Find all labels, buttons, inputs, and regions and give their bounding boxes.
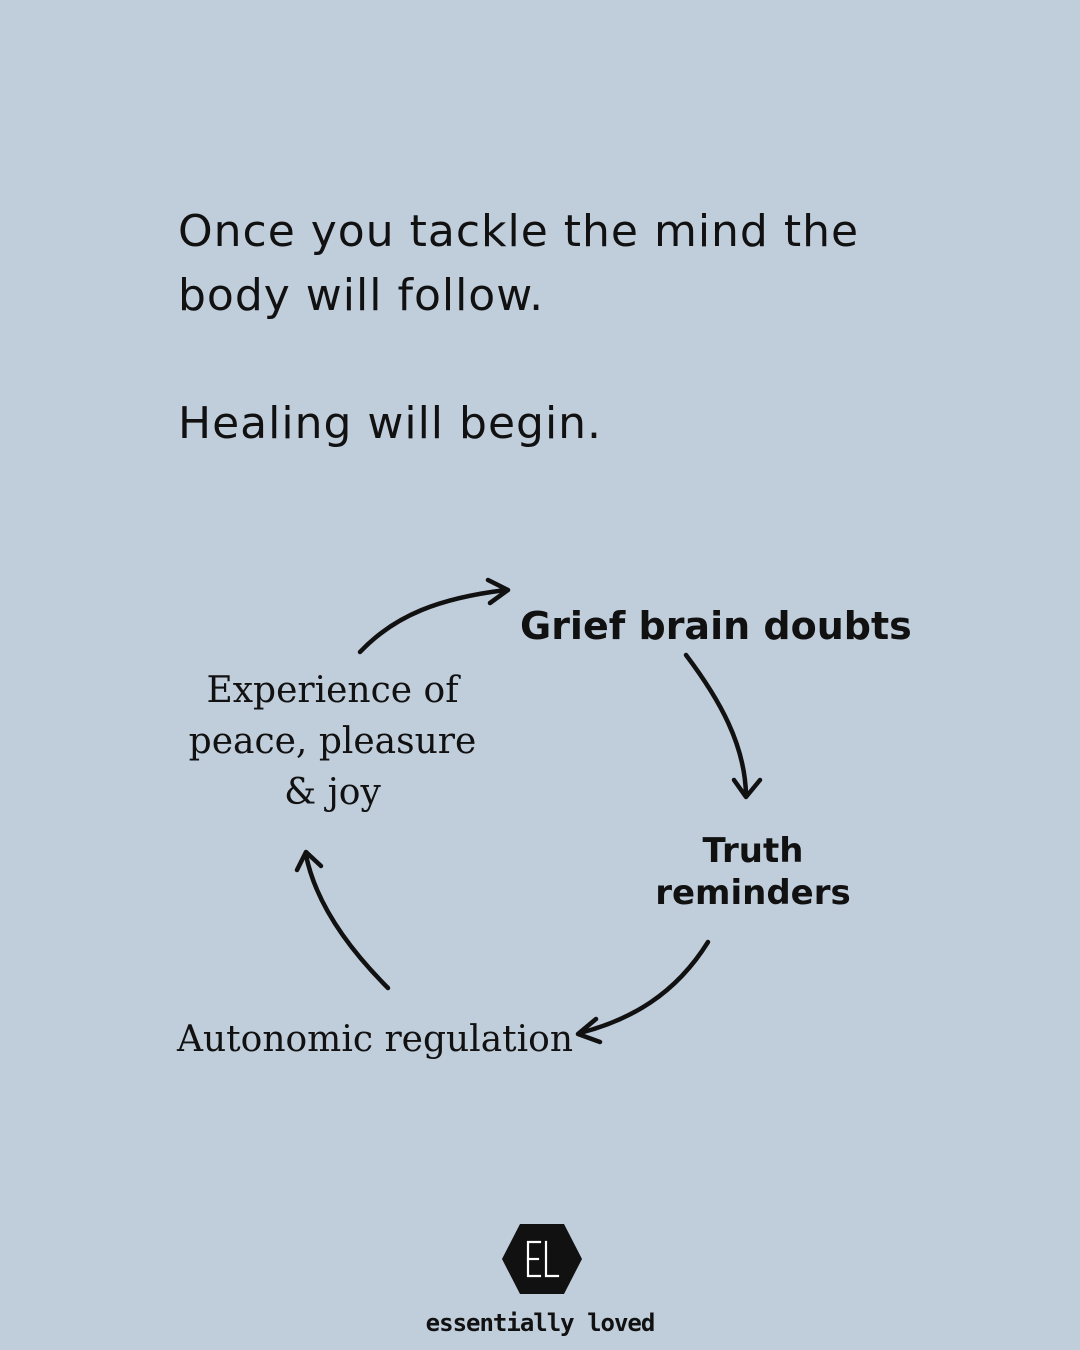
intro-text: Once you tackle the mind the body will f…: [178, 200, 938, 456]
arrow-experience-to-grief: [357, 577, 511, 655]
cycle-label-experience: Experience of peace, pleasure & joy: [180, 665, 485, 818]
intro-line-1: Once you tackle the mind the: [178, 206, 860, 257]
truth-line-2: reminders: [655, 873, 851, 913]
intro-line-2: body will follow.: [178, 270, 545, 321]
experience-line-1: Experience of: [206, 670, 459, 711]
cycle-label-grief-brain-doubts: Grief brain doubts: [520, 604, 912, 648]
intro-line-3: Healing will begin.: [178, 398, 603, 449]
cycle-label-truth-reminders: Truth reminders: [628, 830, 878, 914]
truth-line-1: Truth: [702, 831, 804, 871]
brand-logo-hexagon-icon: [502, 1224, 582, 1294]
arrow-grief-to-truth: [683, 652, 763, 800]
arrow-autonomic-to-experience: [294, 849, 391, 991]
experience-line-2: peace, pleasure: [188, 721, 477, 762]
cycle-label-autonomic-regulation: Autonomic regulation: [177, 1019, 573, 1060]
arrow-truth-to-autonomic: [575, 939, 711, 1045]
brand-name: essentially loved: [425, 1309, 656, 1337]
experience-line-3: & joy: [284, 772, 381, 813]
